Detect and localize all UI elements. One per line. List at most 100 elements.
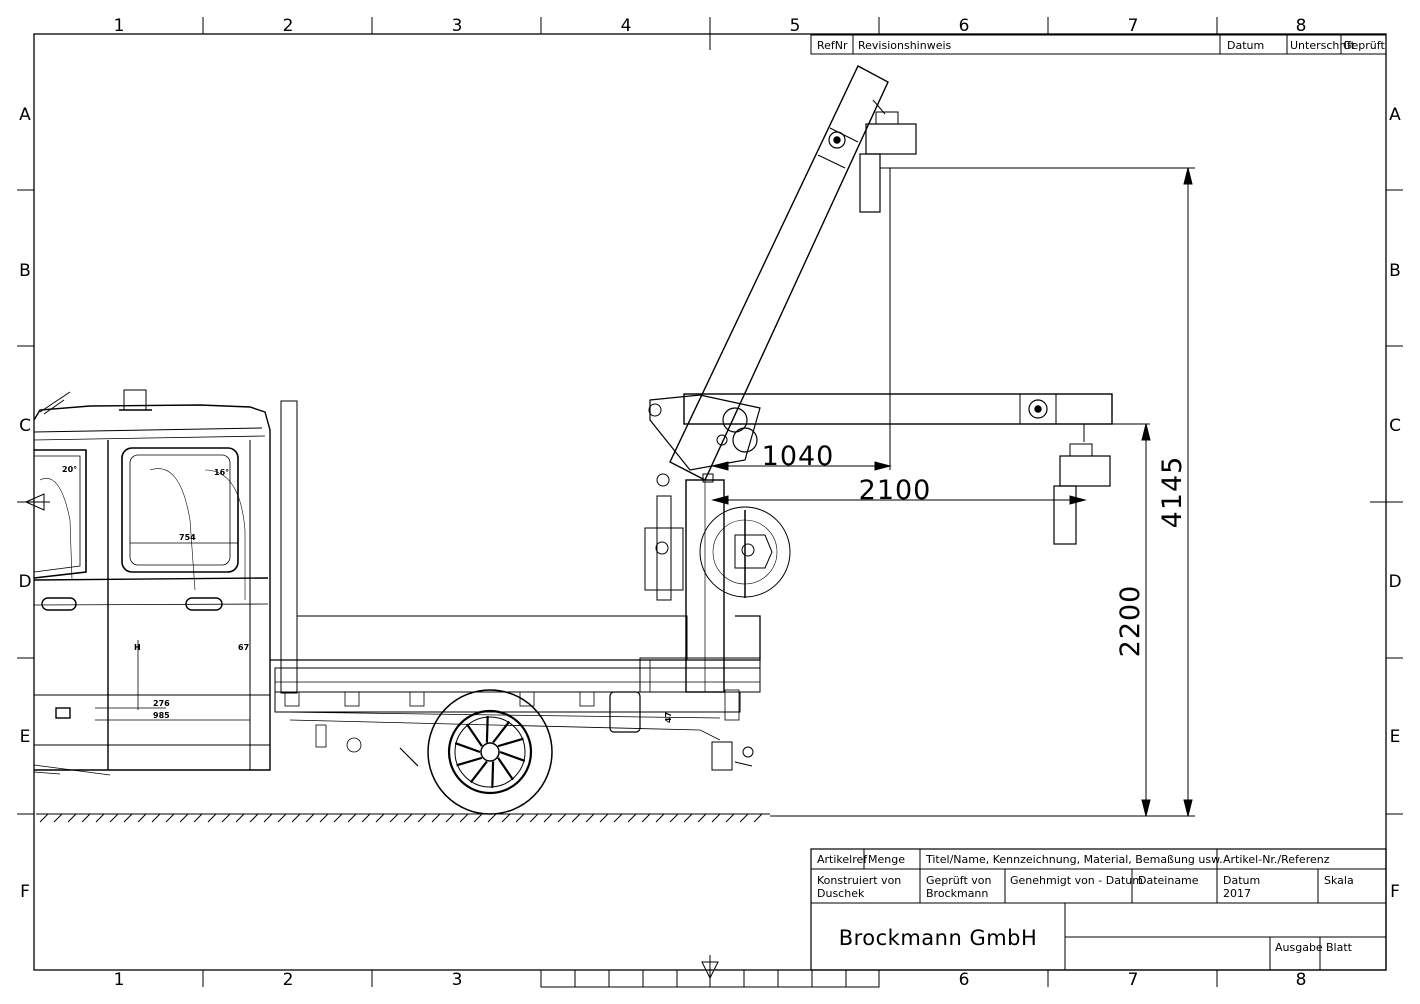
ground-hatch-stroke — [67, 813, 77, 823]
wheel-spoke — [491, 761, 495, 788]
col-label-6: 6 — [959, 16, 970, 36]
ground-hatch-stroke — [683, 813, 693, 823]
dimension-1040: 1040 — [762, 441, 835, 472]
revision-hinweis: Revisionshinweis — [858, 39, 952, 52]
ground-hatch-stroke — [613, 813, 623, 823]
revision-unterschrift: Unterschrift — [1290, 39, 1356, 52]
wheel-spoke — [456, 756, 483, 767]
ground-hatch-stroke — [151, 813, 161, 823]
row-label-right-b: B — [1389, 261, 1401, 281]
ground-hatch-stroke — [361, 813, 371, 823]
ground-hatch-stroke — [403, 813, 413, 823]
col-label-bottom-6: 6 — [959, 970, 970, 990]
ground-hatch-stroke — [165, 813, 175, 823]
row-label-b: B — [19, 261, 31, 281]
row-label-c: C — [19, 416, 31, 436]
ground-hatch-stroke — [571, 813, 581, 823]
ground-hatch-stroke — [375, 813, 385, 823]
col-label-bottom-3: 3 — [452, 970, 463, 990]
col-label-2: 2 — [283, 16, 294, 36]
ground-hatch-stroke — [739, 813, 749, 823]
row-label-f: F — [20, 882, 30, 902]
row-label-right-a: A — [1389, 105, 1401, 125]
ground-hatch-stroke — [487, 813, 497, 823]
col-label-8: 8 — [1296, 16, 1307, 36]
ground-hatch-stroke — [753, 813, 763, 823]
row-label-right-f: F — [1390, 882, 1400, 902]
ground-hatch-stroke — [389, 813, 399, 823]
ground-hatch-stroke — [529, 813, 539, 823]
ground-hatch-stroke — [95, 813, 105, 823]
ground-hatch-stroke — [81, 813, 91, 823]
ground-hatch-stroke — [123, 813, 133, 823]
dimension-2200: 2200 — [1115, 585, 1146, 658]
col-label-7: 7 — [1128, 16, 1139, 36]
title-blatt: Blatt — [1326, 941, 1353, 954]
drawing-frame: 1 2 3 4 5 6 7 8 1 2 3 6 7 8 A B C D E F … — [17, 16, 1403, 990]
ground-hatch-stroke — [431, 813, 441, 823]
title-artikel-nr: Artikel-Nr./Referenz — [1223, 853, 1330, 866]
ground-hatch-stroke — [221, 813, 231, 823]
ground-hatch-stroke — [249, 813, 259, 823]
ground-hatch-stroke — [599, 813, 609, 823]
col-label-bottom-2: 2 — [283, 970, 294, 990]
ground-hatch-stroke — [207, 813, 217, 823]
ground-hatch-stroke — [697, 813, 707, 823]
truck-cab — [33, 389, 271, 776]
wheel-spoke — [454, 742, 481, 754]
cab-width-754: 754 — [179, 533, 196, 542]
ground-hatch-stroke — [501, 813, 511, 823]
cab-angle-left: 20° — [62, 465, 77, 474]
col-label-bottom-1: 1 — [114, 970, 125, 990]
ground-hatch-stroke — [669, 813, 679, 823]
ground-hatch-stroke — [515, 813, 525, 823]
ground-hatch-stroke — [655, 813, 665, 823]
revision-geprueft: Geprüft — [1343, 39, 1385, 52]
ground-hatch-stroke — [263, 813, 273, 823]
title-block: Artikelref Menge Titel/Name, Kennzeichnu… — [810, 848, 1387, 971]
title-titel: Titel/Name, Kennzeichnung, Material, Bem… — [925, 853, 1223, 866]
cab-dim-67: 67 — [238, 643, 249, 652]
ground-hatch-stroke — [277, 813, 287, 823]
ground-hatch-stroke — [333, 813, 343, 823]
ground-hatch-stroke — [319, 813, 329, 823]
title-geprueft-name: Brockmann — [926, 887, 988, 900]
wheel-spoke — [499, 750, 526, 762]
ground-hatch-stroke — [305, 813, 315, 823]
ground-hatch-stroke — [53, 813, 63, 823]
dimension-4145: 4145 — [1157, 456, 1188, 529]
title-geprueft-label: Geprüft von — [926, 874, 991, 887]
row-label-right-e: E — [1390, 727, 1401, 747]
ground-hatch-stroke — [459, 813, 469, 823]
row-label-d: D — [18, 572, 31, 592]
row-label-right-c: C — [1389, 416, 1401, 436]
col-label-bottom-8: 8 — [1296, 970, 1307, 990]
col-label-bottom-7: 7 — [1128, 970, 1139, 990]
ground-hatch-stroke — [235, 813, 245, 823]
wheel-spoke — [466, 723, 483, 747]
cab-dimension-labels: 20° 16° 754 67 H 276 985 47 — [62, 465, 673, 723]
ground-hatch-stroke — [179, 813, 189, 823]
title-konstruiert-label: Konstruiert von — [817, 874, 901, 887]
ground-hatch-stroke — [193, 813, 203, 823]
ground-hatch-stroke — [725, 813, 735, 823]
ground-hatch-stroke — [347, 813, 357, 823]
ground-hatch-stroke — [711, 813, 721, 823]
col-label-4: 4 — [621, 16, 632, 36]
title-ausgabe: Ausgabe — [1275, 941, 1323, 954]
title-artikelref: Artikelref — [817, 853, 868, 866]
ground-hatch-stroke — [39, 813, 49, 823]
ground-line — [36, 813, 770, 823]
wheel-spoke — [469, 760, 488, 784]
cab-dim-276: 276 — [153, 699, 170, 708]
title-menge: Menge — [868, 853, 905, 866]
crane-column — [639, 473, 791, 693]
ground-hatch-stroke — [109, 813, 119, 823]
cab-angle-right: 16° — [214, 468, 229, 477]
dimension-lines — [711, 167, 1195, 817]
ground-hatch-stroke — [543, 813, 553, 823]
company-name: Brockmann GmbH — [839, 926, 1038, 950]
col-label-5: 5 — [790, 16, 801, 36]
ground-hatch-stroke — [627, 813, 637, 823]
